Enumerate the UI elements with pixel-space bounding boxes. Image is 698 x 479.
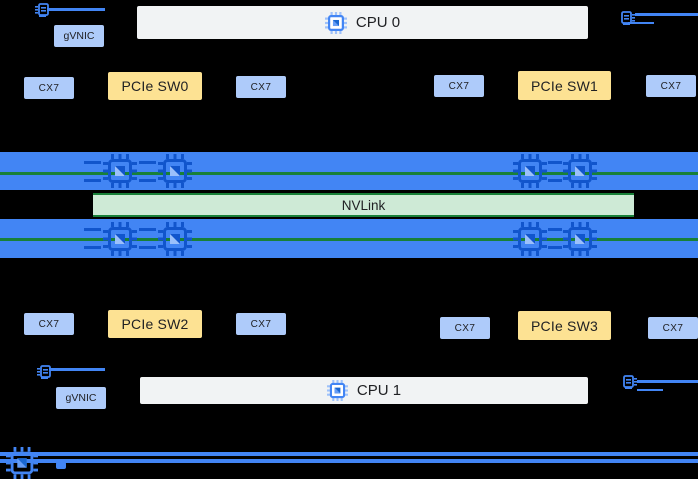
nvlink-bar: NVLink xyxy=(93,193,634,217)
connector-dash xyxy=(548,228,562,231)
connector-dash xyxy=(139,228,156,231)
network-link-line xyxy=(635,13,698,16)
pcie-switch-label: PCIe SW1 xyxy=(531,77,598,94)
cx7-nic-box: CX7 xyxy=(648,317,698,339)
gvnic-top-label: gVNIC xyxy=(63,30,95,42)
network-link-line xyxy=(628,22,654,24)
cx7-nic-box: CX7 xyxy=(434,75,484,97)
pcie-switch-label: PCIe SW2 xyxy=(121,316,189,332)
pcie-switch-1-box: PCIe SW1 xyxy=(518,71,611,100)
gvnic-box-top: gVNIC xyxy=(54,25,104,47)
network-link-line xyxy=(47,8,105,11)
nvlink-label: NVLink xyxy=(341,197,386,213)
pcie-switch-label: PCIe SW0 xyxy=(121,78,189,94)
network-port-icon xyxy=(37,365,51,380)
connector-dash xyxy=(84,179,101,182)
connector-dot xyxy=(56,462,66,469)
gpu-chip-icon xyxy=(158,154,192,188)
cx7-label: CX7 xyxy=(38,82,60,94)
nvlink-trace-line xyxy=(0,172,698,175)
gpu-bar-top xyxy=(0,152,698,190)
gpu-chip-icon xyxy=(563,222,597,256)
cx7-nic-box: CX7 xyxy=(236,313,286,335)
connector-dash xyxy=(548,246,562,249)
network-port-icon xyxy=(621,11,635,26)
connector-dash xyxy=(84,161,101,164)
network-link-line xyxy=(637,389,663,391)
cpu0-box: CPU 0 xyxy=(137,6,588,39)
gvnic-bottom-label: gVNIC xyxy=(65,392,97,404)
connector-dash xyxy=(84,246,101,249)
cx7-label: CX7 xyxy=(250,318,272,330)
gpu-chip-icon xyxy=(513,222,547,256)
cx7-nic-box: CX7 xyxy=(24,313,74,335)
gpu-bar-bottom xyxy=(0,219,698,258)
pcie-switch-2-box: PCIe SW2 xyxy=(108,310,202,338)
gpu-chip-icon xyxy=(103,154,137,188)
network-port-icon xyxy=(623,375,637,390)
gvnic-box-bottom: gVNIC xyxy=(56,387,106,409)
cpu1-label: CPU 1 xyxy=(356,382,402,399)
connector-dash xyxy=(139,161,156,164)
cx7-nic-box: CX7 xyxy=(646,75,696,97)
cpu-chip-icon xyxy=(324,11,347,34)
bottom-rail-line xyxy=(0,459,698,463)
cx7-label: CX7 xyxy=(448,80,470,92)
gpu-chip-icon xyxy=(563,154,597,188)
nic-chip-icon xyxy=(6,447,38,479)
nvlink-trace-line xyxy=(0,238,698,241)
cx7-label: CX7 xyxy=(660,80,682,92)
network-link-line xyxy=(637,380,698,383)
cx7-nic-box: CX7 xyxy=(236,76,286,98)
connector-dash xyxy=(84,228,101,231)
pcie-switch-0-box: PCIe SW0 xyxy=(108,72,202,100)
network-link-line xyxy=(49,368,105,371)
cx7-label: CX7 xyxy=(454,322,476,334)
pcie-switch-3-box: PCIe SW3 xyxy=(518,311,611,340)
cpu1-box: CPU 1 xyxy=(140,377,588,404)
gpu-chip-icon xyxy=(103,222,137,256)
gpu-chip-icon xyxy=(513,154,547,188)
cpu0-label: CPU 0 xyxy=(355,14,401,31)
cx7-label: CX7 xyxy=(38,318,60,330)
bottom-rail-line xyxy=(0,452,698,456)
connector-dash xyxy=(548,161,562,164)
connector-dash xyxy=(139,246,156,249)
cpu-chip-icon xyxy=(326,380,348,401)
connector-dash xyxy=(548,179,562,182)
cx7-label: CX7 xyxy=(250,81,272,93)
cx7-label: CX7 xyxy=(662,322,684,334)
cx7-nic-box: CX7 xyxy=(440,317,490,339)
gpu-chip-icon xyxy=(158,222,192,256)
pcie-switch-label: PCIe SW3 xyxy=(531,317,598,334)
connector-dash xyxy=(139,179,156,182)
cx7-nic-box: CX7 xyxy=(24,77,74,99)
